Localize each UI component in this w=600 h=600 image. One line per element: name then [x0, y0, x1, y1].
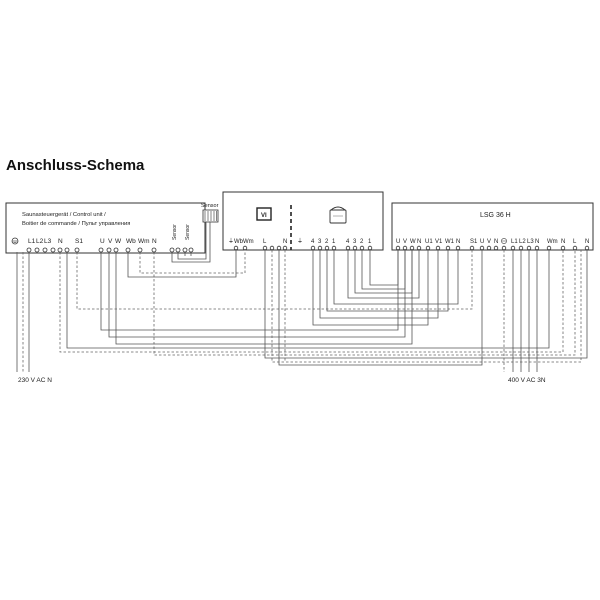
lsg-terminal-label: W [410, 239, 416, 245]
lsg-terminal-label: N [535, 239, 539, 245]
display-label: VI [261, 213, 267, 219]
lsg-earth-icon [501, 238, 507, 244]
lsg-terminal-label: L3 [527, 239, 534, 245]
lsg-terminal-label: V [487, 239, 491, 245]
cu-terminal-label: V [108, 238, 113, 245]
lsg-terminal-label: V1 [435, 239, 443, 245]
lsg-terminal-label: N [417, 239, 421, 245]
earth-icon [11, 237, 19, 245]
display-icon [256, 207, 272, 221]
lsg-terminal-label: Wm [547, 239, 558, 245]
diagram-title: Anschluss-Schema [6, 157, 145, 174]
sensor-icon [202, 209, 219, 223]
mu-terminal-label: 3 [353, 239, 357, 245]
lsg-terminal-label: L1 [511, 239, 518, 245]
control-unit-label-1: Saunasteuergerät / Control unit / [22, 212, 106, 218]
cu-terminal-label: L3 [44, 238, 52, 245]
cu-terminal-label: Wm [138, 238, 150, 245]
mu-terminal-label: 3 [318, 239, 322, 245]
mu-earth-glyph-2: ⏚ [297, 238, 303, 245]
mu-terminal-label: Wb [234, 239, 244, 245]
lsg-terminal-label: U [396, 239, 400, 245]
sensor-label: Sensor [201, 203, 219, 209]
mu-terminal-label: 4 [346, 239, 350, 245]
lsg-box [391, 202, 594, 251]
mu-terminal-label: 2 [360, 239, 364, 245]
cu-terminal-label: L2 [36, 238, 44, 245]
cu-sensor-label-1: Sensor [172, 224, 178, 240]
mu-terminal-label: 1 [368, 239, 372, 245]
lsg-terminal-label: N [456, 239, 460, 245]
mu-earth-glyph: ⏚ [228, 238, 234, 245]
lsg-terminals [395, 245, 590, 251]
cu-terminal-label: N [152, 238, 157, 245]
mu-terminal-label: Wm [243, 239, 254, 245]
lsg-terminal-label: W1 [445, 239, 455, 245]
heater-icon [329, 206, 347, 224]
mu-terminal-label: 2 [325, 239, 329, 245]
cu-terminal-label: S1 [75, 238, 83, 245]
supply-400v-label: 400 V AC 3N [508, 377, 546, 384]
mu-terminal-label: N [283, 239, 287, 245]
cu-terminal-label: U [100, 238, 105, 245]
lsg-terminal-label: N [561, 239, 565, 245]
cu-terminal-label: Wb [126, 238, 136, 245]
lsg-terminal-label: N [494, 239, 498, 245]
middle-unit-box [222, 191, 384, 251]
mu-terminals [233, 245, 373, 251]
cu-terminal-label: L1 [28, 238, 36, 245]
wires [16, 222, 588, 372]
supply-230v-label: 230 V AC N [18, 377, 52, 384]
mu-terminal-label: L [263, 239, 267, 245]
lsg-terminal-label: L [573, 239, 577, 245]
cu-sensor-label-2: Sensor [185, 224, 191, 240]
control-unit-box [5, 202, 206, 254]
mu-terminal-label: 4 [311, 239, 315, 245]
cu-terminal-label: N [58, 238, 63, 245]
lsg-terminal-label: N [585, 239, 589, 245]
cu-terminal-label: W [115, 238, 122, 245]
control-unit-label-2: Boitier de commande / Пульт управления [22, 221, 130, 227]
mu-terminal-label: 1 [332, 239, 336, 245]
lsg-terminal-label: L2 [519, 239, 526, 245]
lsg-terminal-label: V [403, 239, 407, 245]
lsg-label: LSG 36 H [480, 212, 511, 219]
lsg-terminal-label: U [480, 239, 484, 245]
lsg-terminal-label: S1 [470, 239, 478, 245]
lsg-terminal-label: U1 [425, 239, 433, 245]
